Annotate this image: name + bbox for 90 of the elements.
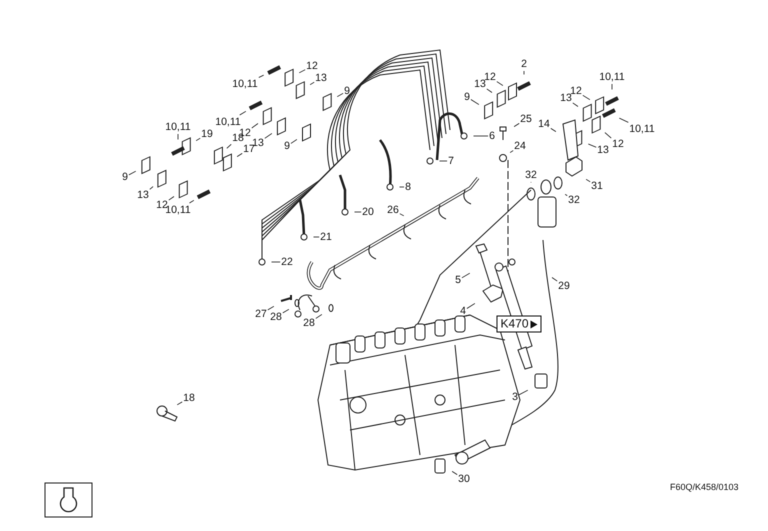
- leader-line: [176, 402, 183, 406]
- leader-line: [588, 144, 597, 148]
- callout-number: 12: [612, 138, 624, 150]
- leader-line: [510, 150, 514, 153]
- callout-number: 24: [514, 140, 526, 152]
- callout-number: 12: [156, 199, 168, 211]
- callout-number: 22: [281, 256, 293, 268]
- callout-number: 12: [484, 71, 496, 83]
- callout-number: 10,11: [232, 78, 258, 90]
- callout-number: 3: [512, 391, 518, 403]
- leader-line: [189, 200, 194, 204]
- leader-line: [251, 123, 258, 128]
- callout-number: 9: [122, 171, 128, 183]
- leader-line: [572, 102, 578, 107]
- callout-number: 9: [344, 85, 350, 97]
- callout-number: 13: [315, 72, 327, 84]
- leader-line: [310, 82, 315, 86]
- callout-number: 4: [460, 305, 466, 317]
- leader-line: [514, 123, 520, 127]
- leader-line: [496, 81, 504, 86]
- leader-line: [618, 118, 629, 123]
- leader-line: [315, 314, 322, 319]
- callout-number: 8: [405, 181, 411, 193]
- leader-line: [439, 160, 448, 162]
- callout-number: 9: [284, 140, 290, 152]
- callout-number: 32: [568, 194, 580, 206]
- leader-line: [264, 133, 272, 139]
- leader-line: [486, 88, 492, 93]
- leader-line: [564, 194, 568, 196]
- callout-number: 20: [362, 206, 374, 218]
- leader-line: [462, 272, 470, 278]
- reference-tag: [496, 316, 542, 332]
- callout-number: 10,11: [629, 123, 655, 135]
- leader-line: [236, 153, 243, 157]
- callout-number: 12: [306, 60, 318, 72]
- leader-line: [149, 186, 154, 190]
- callout-number: 12: [570, 85, 582, 97]
- callout-number: 7: [448, 155, 454, 167]
- leader-line: [282, 308, 290, 314]
- leader-line: [466, 303, 476, 309]
- callout-number: 6: [489, 130, 495, 142]
- callout-number: 29: [558, 280, 570, 292]
- callout-number: 13: [252, 137, 264, 149]
- callout-number: 32: [525, 169, 537, 181]
- callout-number: 5: [455, 274, 461, 286]
- callout-number: 13: [597, 144, 609, 156]
- drawing-code: F60Q/K458/0103: [670, 482, 739, 492]
- leader-line: [552, 277, 558, 282]
- callout-number: 10,11: [599, 71, 625, 83]
- leader-line: [267, 306, 274, 310]
- leader-line: [168, 196, 174, 200]
- leader-line: [239, 110, 246, 116]
- callout-number: 14: [538, 118, 550, 130]
- leader-line: [586, 178, 591, 182]
- leader-line: [470, 99, 480, 105]
- callout-number: 10,11: [165, 121, 191, 133]
- callout-number: 26: [387, 204, 399, 216]
- leader-line: [290, 139, 298, 144]
- leader-line: [399, 213, 404, 216]
- callout-number: 28: [303, 317, 315, 329]
- callout-number: 13: [560, 92, 572, 104]
- reference-code: K470: [500, 316, 529, 332]
- leader-line: [550, 128, 556, 132]
- leader-line: [258, 74, 264, 78]
- callout-number: 17: [243, 143, 255, 155]
- callout-number: 31: [591, 180, 603, 192]
- callout-number: 18: [183, 392, 195, 404]
- leader-line: [128, 170, 136, 176]
- callout-number: 2: [521, 58, 527, 70]
- leader-line: [604, 132, 612, 138]
- callout-number: 21: [320, 231, 332, 243]
- leader-line: [399, 186, 404, 188]
- callout-number: 13: [137, 189, 149, 201]
- callout-number: 9: [464, 91, 470, 103]
- leader-line: [298, 69, 306, 74]
- callout-number: 27: [255, 308, 267, 320]
- leader-line: [582, 94, 590, 100]
- callout-number: 25: [520, 113, 532, 125]
- callout-number: 19: [201, 128, 213, 140]
- leader-line: [226, 144, 232, 149]
- leader-line: [452, 471, 458, 475]
- callout-number: 28: [270, 311, 282, 323]
- callout-number: 13: [474, 78, 486, 90]
- callout-number: 30: [458, 473, 470, 485]
- leader-line: [336, 92, 344, 98]
- leader-line: [518, 390, 528, 396]
- callout-number: 10,11: [165, 204, 191, 216]
- leader-line: [313, 236, 320, 238]
- leader-line: [196, 138, 201, 142]
- callout-number: 10,11: [215, 116, 241, 128]
